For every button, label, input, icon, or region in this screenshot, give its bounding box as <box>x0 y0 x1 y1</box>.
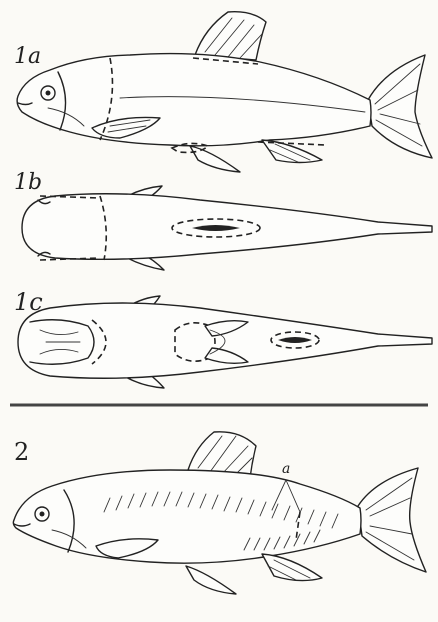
fish-1a-lateral <box>17 12 432 172</box>
label-callout-a: a <box>282 462 290 476</box>
body-outline <box>17 54 371 146</box>
label-fig-1a: 1a <box>14 46 41 68</box>
label-fig-1b: 1b <box>14 172 42 194</box>
fish-1b-dorsal <box>22 186 432 270</box>
label-fig-2: 2 <box>14 440 29 464</box>
caudal-fin-2 <box>358 468 426 572</box>
fish-2-lateral <box>13 432 426 594</box>
label-fig-1c: 1c <box>14 290 43 314</box>
caudal-fin <box>368 55 432 158</box>
pelvic-fin <box>190 146 240 172</box>
body-outline-2 <box>13 470 361 563</box>
fish-1c-ventral <box>18 296 432 388</box>
